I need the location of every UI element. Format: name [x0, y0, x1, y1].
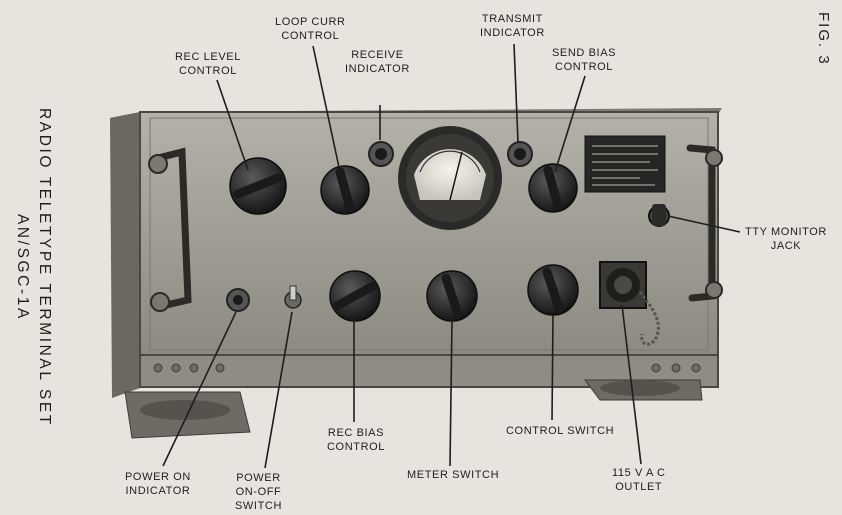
callout-line: CONTROL — [327, 441, 385, 453]
callout-line: TRANSMIT — [481, 13, 543, 25]
tty-jack — [648, 204, 670, 227]
callout-line: INDICATOR — [480, 27, 545, 39]
panel-meter — [398, 126, 502, 230]
handle-right — [686, 144, 716, 302]
callout-line: POWER — [236, 472, 281, 484]
callout-power-on-off-switch: POWER ON-OFF SWITCH — [235, 471, 282, 513]
receive-lamp — [368, 141, 394, 167]
callout-line: ON-OFF — [235, 486, 282, 498]
nameplate — [584, 135, 666, 193]
power-lamp — [226, 288, 250, 312]
callout-rec-bias-control: REC BIAS CONTROL — [327, 426, 385, 454]
callout-line: TTY MONITOR — [745, 226, 827, 238]
callout-meter-switch: METER SWITCH — [407, 468, 499, 482]
callout-loop-curr-control: LOOP CURR CONTROL — [275, 15, 346, 43]
callout-line: JACK — [770, 240, 802, 252]
side-title-line2: AN/SGC-1A — [14, 213, 31, 321]
callout-line: REC BIAS — [327, 427, 385, 439]
callout-control-switch: CONTROL SWITCH — [506, 424, 614, 438]
callout-line: REC LEVEL — [175, 51, 241, 63]
callout-power-on-indicator: POWER ON INDICATOR — [125, 470, 191, 498]
callout-line: OUTLET — [615, 481, 663, 493]
leader-lines — [162, 43, 741, 469]
callout-line: INDICATOR — [125, 485, 191, 497]
callout-transmit-indicator: TRANSMIT INDICATOR — [480, 12, 545, 40]
callout-receive-indicator: RECEIVE INDICATOR — [345, 48, 410, 76]
callout-tty-monitor-jack: TTY MONITOR JACK — [745, 225, 827, 253]
callout-line: CONTROL — [178, 65, 237, 77]
callout-line: INDICATOR — [345, 63, 410, 75]
knobs — [229, 157, 579, 322]
callout-line: CONTROL — [555, 61, 614, 73]
callout-line: POWER ON — [125, 471, 191, 483]
figure-label: FIG. 3 — [815, 12, 832, 66]
callout-line: METER SWITCH — [407, 469, 500, 481]
callout-line: SEND BIAS — [552, 47, 617, 59]
transmit-lamp — [507, 141, 533, 167]
callout-line: SWITCH — [235, 500, 282, 512]
knob-pointers — [233, 165, 564, 319]
cabinet-side — [110, 112, 140, 398]
callout-line: CONTROL SWITCH — [506, 425, 615, 437]
callout-line: RECEIVE — [351, 49, 404, 61]
handle-left — [154, 147, 192, 310]
rail-screws — [153, 363, 701, 373]
callout-ac-outlet: 115 V A C OUTLET — [612, 466, 666, 494]
callout-send-bias-control: SEND BIAS CONTROL — [552, 46, 616, 74]
side-title: RADIO TELETYPE TERMINAL SET AN/SGC-1A — [11, 108, 55, 427]
callout-rec-level-control: REC LEVEL CONTROL — [175, 50, 241, 78]
power-toggle — [284, 285, 302, 309]
side-title-line1: RADIO TELETYPE TERMINAL SET — [36, 108, 53, 427]
callout-line: 115 V A C — [612, 467, 666, 479]
callout-line: CONTROL — [281, 30, 340, 42]
callout-line: LOOP CURR — [275, 16, 346, 28]
